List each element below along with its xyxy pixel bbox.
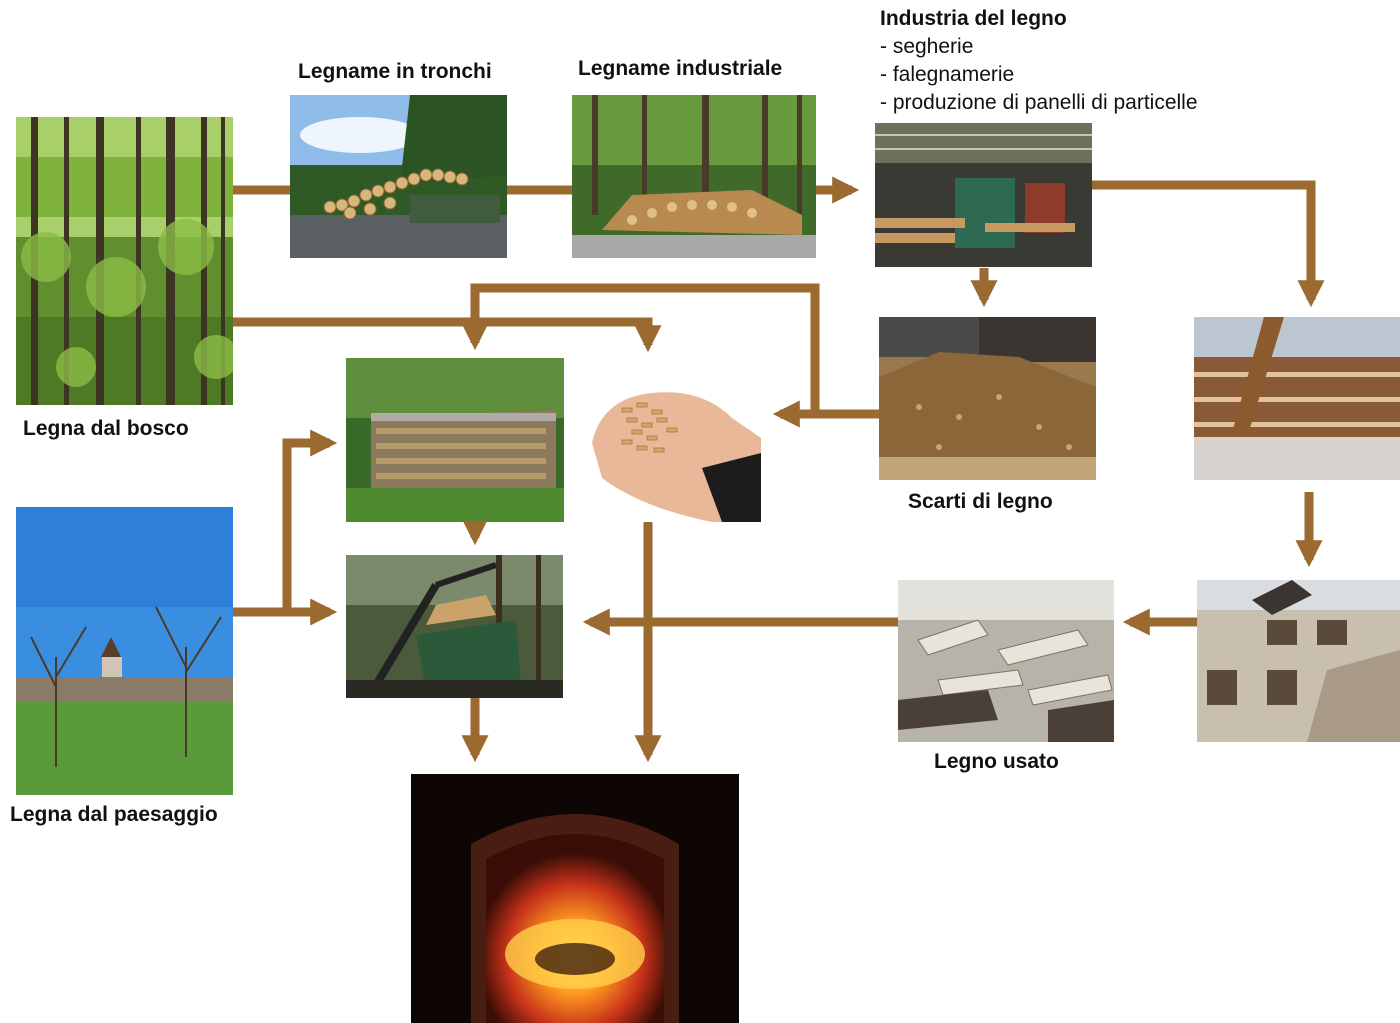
woodpile-photo	[346, 358, 564, 522]
landscape-label: Legna dal paesaggio	[10, 803, 218, 826]
used-wood-label: Legno usato	[934, 750, 1059, 773]
industrial-wood-photo	[572, 95, 816, 258]
demolition-photo	[1197, 580, 1400, 742]
industry-item-particleboard: - produzione di panelli di particelle	[880, 91, 1198, 114]
furnace-photo	[411, 774, 739, 1023]
pellets-photo	[582, 358, 761, 522]
industry-title: Industria del legno	[880, 7, 1067, 30]
scraps-label: Scarti di legno	[908, 490, 1053, 513]
landscape-photo	[16, 507, 233, 795]
arrow-scraps-woodpile	[461, 283, 820, 414]
industry-text: Industria del legno - segherie - falegna…	[880, 5, 1198, 117]
building-photo	[1194, 317, 1400, 480]
industry-item-carpentry: - falegnamerie	[880, 63, 1015, 86]
industry-item-sawmills: - segherie	[880, 35, 974, 58]
arrow-landscape-woodpile	[233, 429, 338, 617]
arrow-industry-building	[1092, 180, 1325, 308]
forest-photo	[16, 117, 233, 405]
used-wood-photo	[898, 580, 1114, 742]
chipper-photo	[346, 555, 563, 698]
arrow-forest-pellets	[233, 317, 662, 353]
logs-label: Legname in tronchi	[298, 60, 492, 83]
industrial-label: Legname industriale	[578, 57, 783, 80]
industry-photo	[875, 123, 1092, 267]
scraps-photo	[879, 317, 1096, 480]
logs-photo	[290, 95, 507, 258]
forest-label: Legna dal bosco	[23, 417, 189, 440]
